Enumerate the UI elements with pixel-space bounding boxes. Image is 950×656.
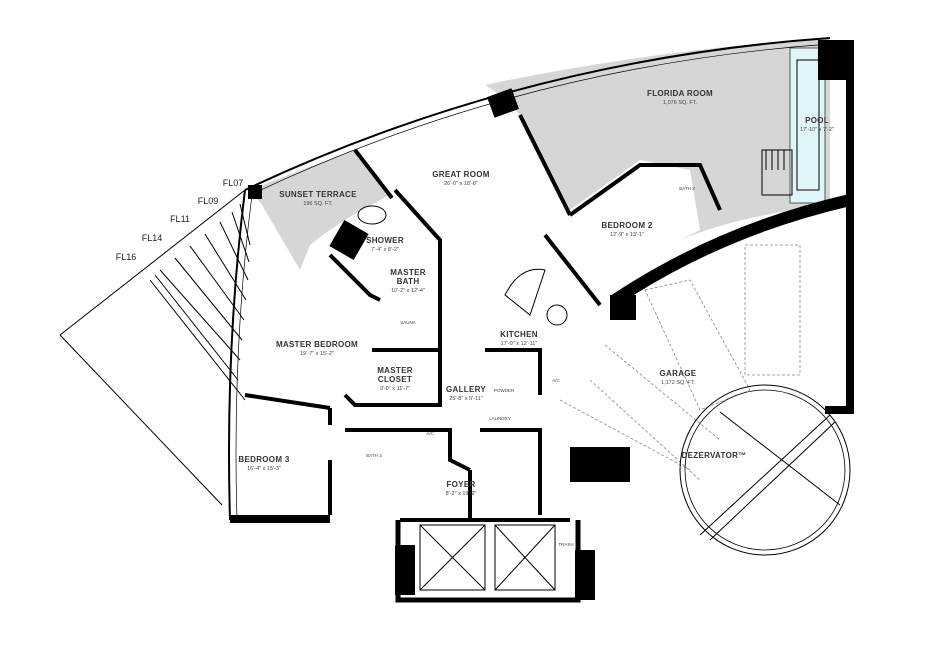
fixture-label: TRASH <box>558 542 573 547</box>
fixture-label: A/C <box>552 378 560 383</box>
room-size: 17'-10" x 7'-2" <box>800 127 834 133</box>
florida-room-area <box>485 38 830 240</box>
room-name: BEDROOM 2 <box>601 221 652 230</box>
room-size: 19'-7" x 15'-2" <box>300 351 334 357</box>
room-size: 8'-2" x 19'-9" <box>446 491 477 497</box>
room-name: BATH <box>397 277 420 286</box>
room-name: MASTER <box>390 268 426 277</box>
floor-level-label: FL14 <box>142 233 163 243</box>
room-size: 7'-4" x 8'-2" <box>371 247 399 253</box>
fixture-label: BATH 3 <box>366 453 382 458</box>
elevator-cabs <box>419 524 556 591</box>
floor-level-label: FL11 <box>170 214 190 224</box>
floor-level-label: FL16 <box>116 252 137 262</box>
room-name: GARAGE <box>660 369 697 378</box>
room-name: MASTER BEDROOM <box>276 340 358 349</box>
room-name: GALLERY <box>446 385 486 394</box>
fixture-label: BATH 2 <box>679 186 695 191</box>
room-size: 12'-9" x 13'-1" <box>610 232 644 238</box>
room-name: FOYER <box>446 480 475 489</box>
room-size: 25'-8" x 5'-11" <box>449 396 482 402</box>
floor-level-label: FL09 <box>198 196 219 206</box>
room-name: KITCHEN <box>500 330 538 339</box>
room-name: MASTER <box>377 366 413 375</box>
room-size: 9'-0" x 11'-7" <box>380 386 410 392</box>
outer-facade <box>244 37 831 191</box>
parking-spaces <box>559 244 801 481</box>
garage-wall <box>611 194 852 305</box>
fixture-label: LAUNDRY <box>489 416 510 421</box>
room-size: 16'-4" x 15'-3" <box>247 466 281 472</box>
room-size: 26'-0" x 18'-8" <box>444 181 478 187</box>
floor-level-lines <box>59 189 251 506</box>
room-name: BEDROOM 3 <box>238 455 289 464</box>
room-size: 17'-0" x 12'-11" <box>501 341 538 347</box>
floor-level-label: FL07 <box>223 178 244 188</box>
room-name: SHOWER <box>366 236 404 245</box>
room-name: FLORIDA ROOM <box>647 89 713 98</box>
kitchen-island <box>504 268 546 316</box>
dezervator-turntable <box>679 384 851 556</box>
room-name: POOL <box>805 116 829 125</box>
room-size: 1,076 SQ. FT. <box>663 100 697 106</box>
room-name: SUNSET TERRACE <box>279 190 357 199</box>
fixture-label: A/C <box>426 431 434 436</box>
room-name: CLOSET <box>378 375 412 384</box>
room-name: DEZERVATOR™ <box>682 451 747 460</box>
room-size: 10'-2" x 12'-4" <box>391 288 425 294</box>
room-size: 1,172 SQ. FT. <box>661 380 695 386</box>
bathtub <box>357 205 387 225</box>
fixture-label: POWDER <box>494 388 515 393</box>
fixture-label: SAUNA <box>400 320 416 325</box>
room-size: 196 SQ. FT. <box>303 201 333 207</box>
sunset-terrace-area <box>250 150 390 270</box>
room-name: GREAT ROOM <box>432 170 490 179</box>
dining-table <box>546 304 568 326</box>
